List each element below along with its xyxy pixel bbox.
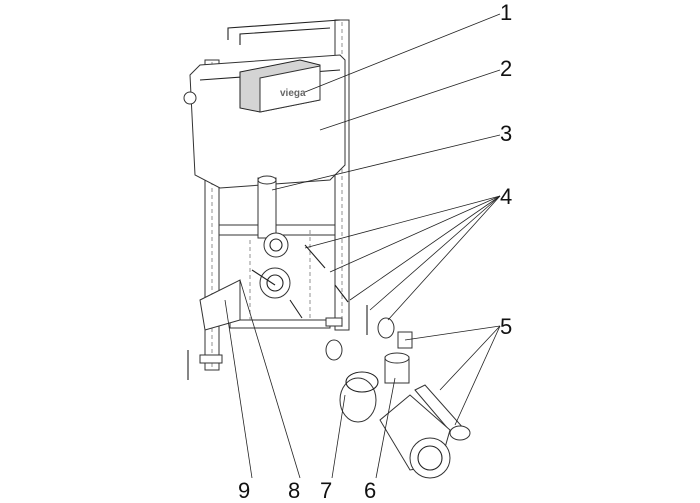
callout-8: 8 xyxy=(288,478,301,503)
callout-6: 6 xyxy=(364,478,377,503)
flush-pipe xyxy=(257,175,277,239)
callout-9: 9 xyxy=(238,478,251,503)
waste-connector xyxy=(379,394,451,479)
callout-1: 1 xyxy=(500,0,513,25)
flush-pipe-long xyxy=(414,384,471,441)
threaded-rods xyxy=(251,244,349,319)
waste-outlet xyxy=(259,267,291,299)
actuator-box: viega xyxy=(239,59,321,113)
connector-sleeve-6 xyxy=(384,352,410,384)
leader-lines xyxy=(224,13,501,479)
connector-sleeve-7 xyxy=(339,371,379,423)
callout-7: 7 xyxy=(320,478,333,503)
callout-4: 4 xyxy=(500,184,513,209)
callout-2: 2 xyxy=(500,56,513,81)
flush-outlet xyxy=(263,232,289,258)
callout-3: 3 xyxy=(500,121,513,146)
callout-5: 5 xyxy=(500,314,513,339)
viega-logo: viega xyxy=(280,88,306,99)
screws xyxy=(187,305,368,380)
